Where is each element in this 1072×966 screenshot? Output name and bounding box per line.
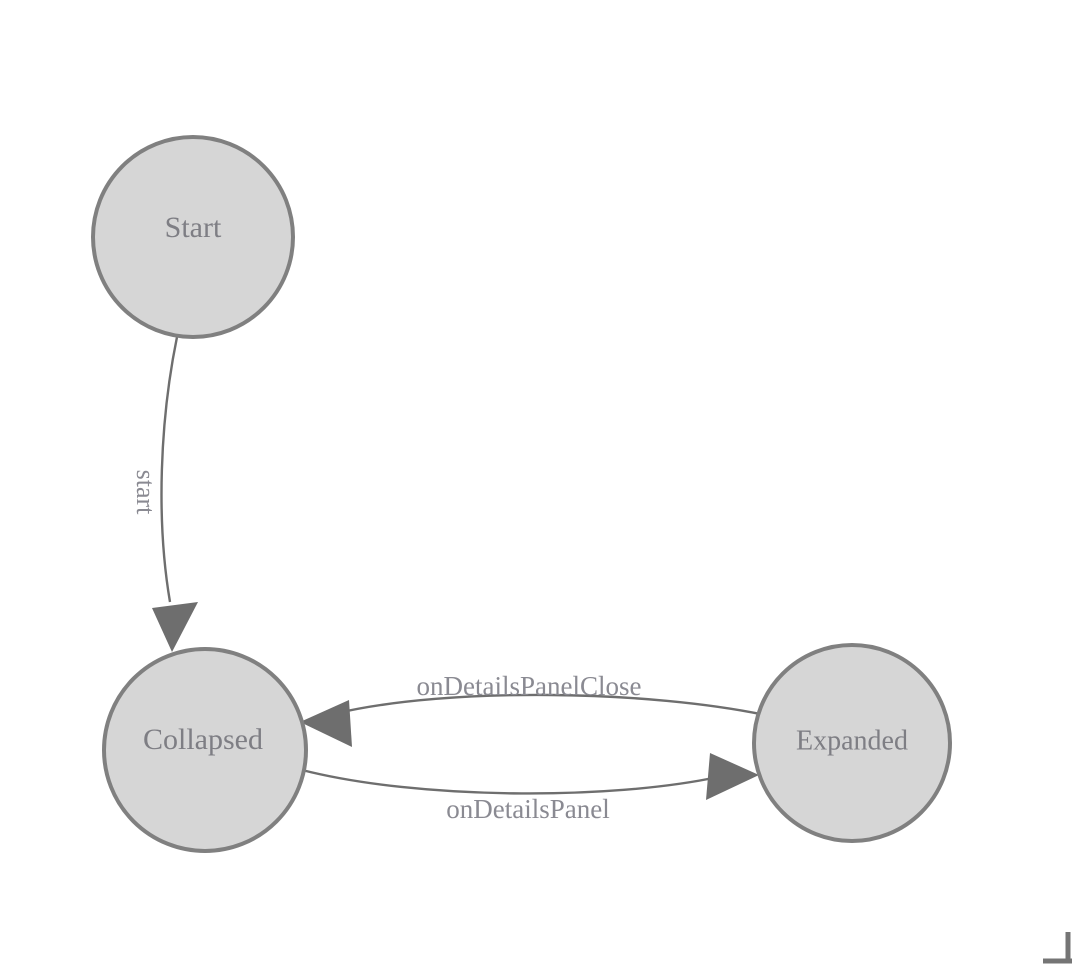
node-collapsed-label: Collapsed bbox=[143, 723, 263, 756]
edge-label-on-details-panel: onDetailsPanel bbox=[446, 794, 609, 824]
node-start-circle bbox=[91, 135, 295, 339]
arrowhead-into-collapsed-right bbox=[300, 700, 352, 747]
edge-expanded-to-collapsed[interactable] bbox=[300, 693, 771, 747]
edges-layer bbox=[152, 336, 771, 800]
node-expanded-circle bbox=[752, 643, 952, 843]
arrowhead-into-collapsed-top bbox=[152, 602, 198, 652]
edge-collapsed-to-expanded[interactable] bbox=[301, 753, 759, 800]
node-expanded[interactable]: Expanded bbox=[752, 643, 952, 843]
edge-labels-layer: start onDetailsPanelClose onDetailsPanel bbox=[131, 470, 641, 825]
nodes-layer: Start Collapsed Expanded bbox=[91, 135, 952, 853]
corner-frame-marker bbox=[1043, 932, 1072, 964]
node-expanded-label: Expanded bbox=[796, 725, 908, 756]
node-collapsed-circle bbox=[102, 647, 308, 853]
edge-path-start-to-collapsed bbox=[160, 336, 179, 603]
edge-path-collapsed-to-expanded bbox=[301, 768, 719, 795]
arrowhead-into-expanded bbox=[706, 753, 759, 800]
node-start-label: Start bbox=[165, 211, 222, 244]
edge-label-on-details-panel-close: onDetailsPanelClose bbox=[417, 671, 642, 701]
node-start[interactable]: Start bbox=[91, 135, 295, 339]
edge-path-expanded-to-collapsed bbox=[337, 693, 771, 718]
node-collapsed[interactable]: Collapsed bbox=[102, 647, 308, 853]
edge-label-start: start bbox=[131, 470, 160, 516]
edge-start-to-collapsed[interactable] bbox=[152, 336, 198, 652]
